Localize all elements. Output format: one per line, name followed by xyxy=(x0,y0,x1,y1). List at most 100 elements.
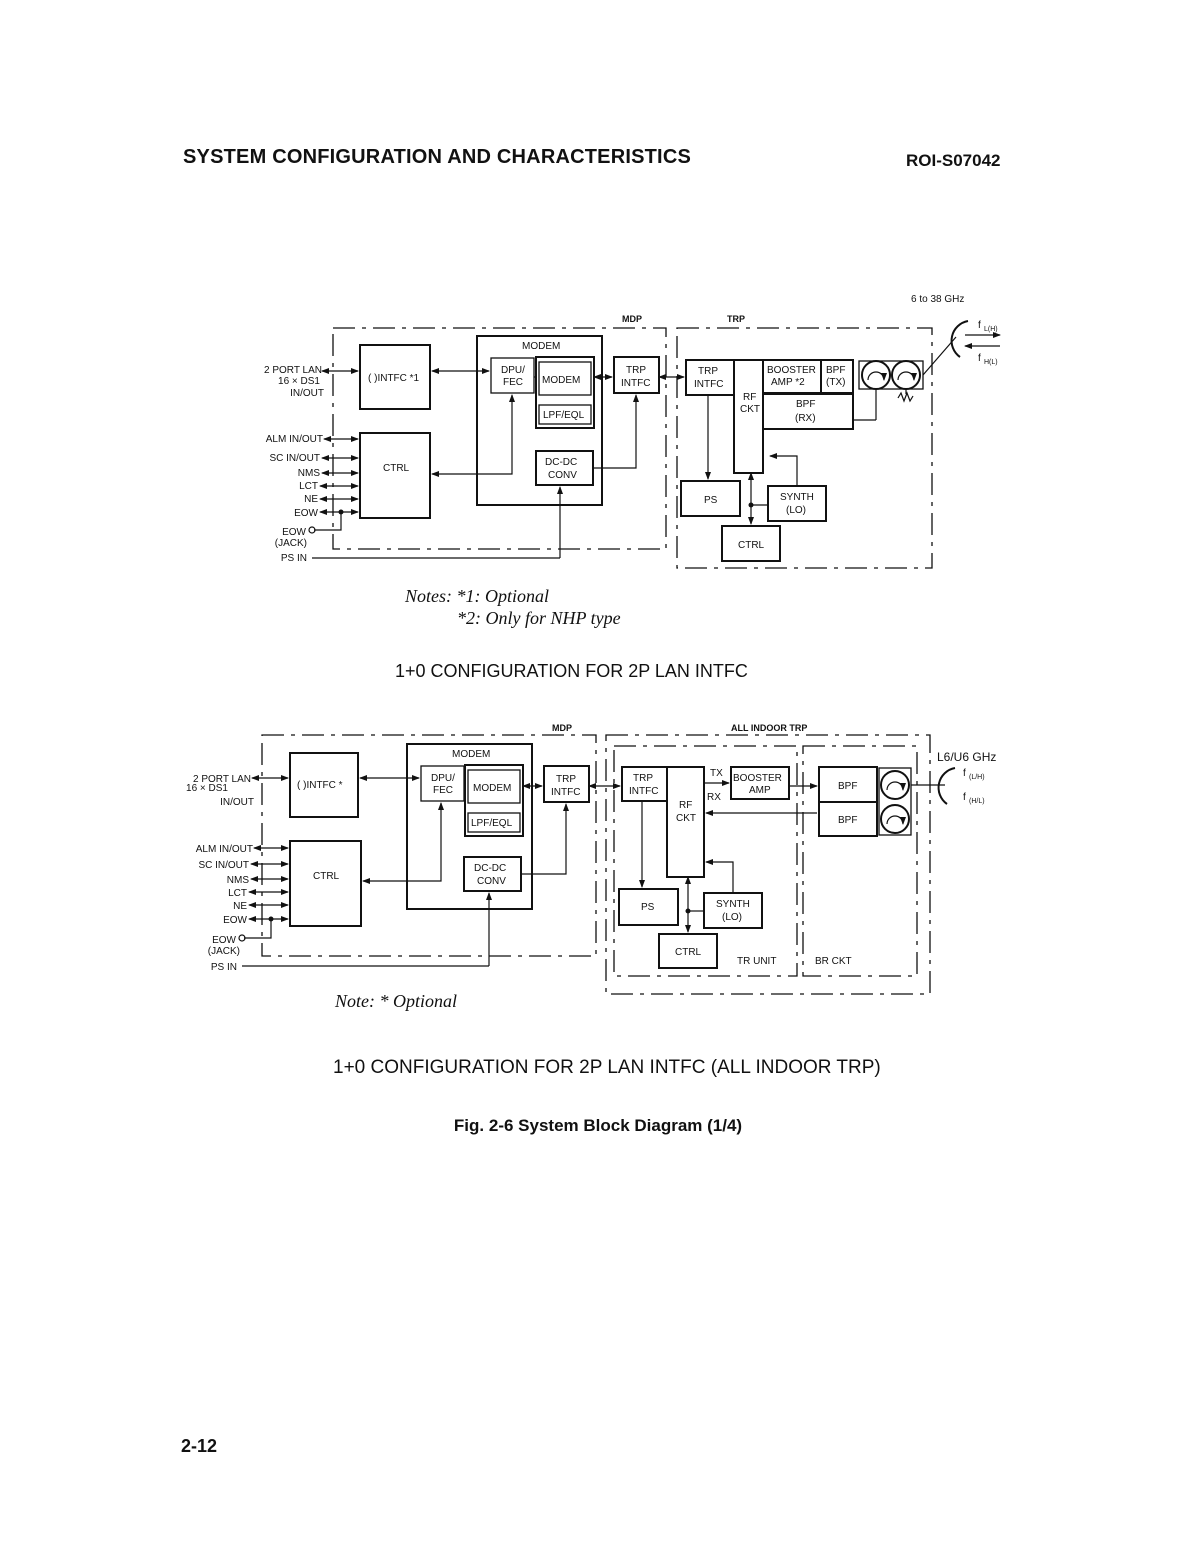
lct-label: LCT xyxy=(299,481,318,492)
booster-amp-block-2 xyxy=(730,766,790,800)
lan-label-2: 16 × DS1 xyxy=(278,376,320,387)
all-indoor-trp-outline xyxy=(605,734,931,995)
trp-outline xyxy=(676,327,933,569)
lo-label: (LO) xyxy=(786,505,806,516)
dpu-label-2: DPU/ xyxy=(431,773,455,784)
trp-label-b: TRP xyxy=(633,773,653,784)
antenna-icon xyxy=(950,320,969,358)
rx-label-2: RX xyxy=(707,792,721,803)
tx-label: (TX) xyxy=(826,377,845,388)
eow-jack-label-2: (JACK) xyxy=(275,538,307,549)
ctrl-block xyxy=(359,432,431,519)
rf-ckt-block xyxy=(733,359,764,474)
dpu-fec-block xyxy=(490,357,535,394)
mdp-label-2: MDP xyxy=(552,723,572,733)
eow2-jack-label-1: EOW xyxy=(212,935,236,946)
lan2-label-3: IN/OUT xyxy=(220,797,254,808)
notes-line-2: *2: Only for NHP type xyxy=(457,608,621,628)
diagram1-caption: 1+0 CONFIGURATION FOR 2P LAN INTFC xyxy=(395,661,748,681)
antenna-icon-2 xyxy=(937,767,956,805)
diagram2-caption: 1+0 CONFIGURATION FOR 2P LAN INTFC (ALL … xyxy=(333,1057,881,1078)
amp-label-2: AMP xyxy=(749,785,771,796)
modem-label: MODEM xyxy=(542,375,580,386)
ps-label: PS xyxy=(704,495,718,506)
ctrl-block-2 xyxy=(289,840,362,927)
lpf-eql-block xyxy=(538,404,592,425)
mdp-intfc-label: INTFC xyxy=(621,378,650,389)
eow-label: EOW xyxy=(294,508,318,519)
ctrl-label-2: CTRL xyxy=(313,871,340,882)
dcdc-label: DC-DC xyxy=(545,457,577,468)
lan2-label-1: 2 PORT LAN xyxy=(193,774,251,785)
intfc-label-b: INTFC xyxy=(629,786,658,797)
ctrl-label: CTRL xyxy=(383,463,410,474)
eow-jack-label-1: EOW xyxy=(282,527,306,538)
nms-label: NMS xyxy=(298,468,321,479)
mdp-trp-label-2: TRP xyxy=(556,774,576,785)
ckt-label-2: CKT xyxy=(676,813,696,824)
figure-caption: Fig. 2-6 System Block Diagram (1/4) xyxy=(453,1116,743,1135)
modem-block xyxy=(538,361,592,396)
mdp-outline xyxy=(332,327,667,550)
rx-label: (RX) xyxy=(795,413,816,424)
lpf-eql-label: LPF/EQL xyxy=(543,410,585,421)
circulator-icon xyxy=(861,360,891,390)
mdp-outline-2 xyxy=(261,734,597,957)
modem-outer-2 xyxy=(464,764,524,837)
jack-icon xyxy=(308,526,316,534)
bpf-block-2 xyxy=(818,801,878,837)
lct2-label: LCT xyxy=(228,888,247,899)
lpf-eql-block-2 xyxy=(467,812,521,833)
intfc-label-2: ( )INTFC * xyxy=(297,780,343,791)
modem-group-label: MODEM xyxy=(522,341,560,352)
dpu-label: DPU/ xyxy=(501,365,525,376)
tr-unit-label: TR UNIT xyxy=(737,956,776,967)
ps-in2-label: PS IN xyxy=(211,962,237,973)
freq2-bot-f: f xyxy=(963,792,966,803)
lo-label-2: (LO) xyxy=(722,912,742,923)
modem-outer xyxy=(535,356,595,429)
rf-label: RF xyxy=(743,392,756,403)
booster-label: BOOSTER xyxy=(767,365,816,376)
tr-unit-outline xyxy=(613,745,798,977)
circulator-icon xyxy=(880,770,910,800)
trp-ctrl-label: CTRL xyxy=(738,540,765,551)
bpf-rx-label: BPF xyxy=(796,399,815,410)
trp-ctrl-block xyxy=(721,525,781,562)
trp-label-a: TRP xyxy=(698,366,718,377)
modem-group-label-2: MODEM xyxy=(452,749,490,760)
modem-block-2 xyxy=(467,769,521,804)
ne-label: NE xyxy=(304,494,318,505)
booster-label-2: BOOSTER xyxy=(733,773,782,784)
bpf-rx-block xyxy=(762,393,854,430)
br-ckt-label: BR CKT xyxy=(815,956,852,967)
conv-label-2: CONV xyxy=(477,876,506,887)
circulator-icon xyxy=(880,804,910,834)
freq-bot-f: f xyxy=(978,353,981,364)
trp-ctrl-block-2 xyxy=(658,933,718,969)
ps-block xyxy=(680,480,741,517)
trp-label-2: ALL INDOOR TRP xyxy=(731,723,807,733)
intfc-block xyxy=(359,344,431,410)
jack-icon xyxy=(238,934,246,942)
sc-label: SC IN/OUT xyxy=(269,453,320,464)
diagram-2: MDP ALL INDOOR TRP TR UNIT BR CKT L6/U6 … xyxy=(186,723,996,1078)
freq2-top-f: f xyxy=(963,768,966,779)
rf-label-2: RF xyxy=(679,800,692,811)
intfc-label-a: INTFC xyxy=(694,379,723,390)
page-number: 2-12 xyxy=(181,1436,218,1456)
ps-block-2 xyxy=(618,888,679,926)
notes-line-1: Notes: *1: Optional xyxy=(404,586,549,606)
ckt-label: CKT xyxy=(740,404,760,415)
mdp-trp-label: TRP xyxy=(626,365,646,376)
bpf-label-1: BPF xyxy=(838,781,857,792)
bpf-label-2: BPF xyxy=(838,815,857,826)
ps-label-2: PS xyxy=(641,902,655,913)
lan-label-3: IN/OUT xyxy=(290,388,324,399)
freq-bot-sub: H(L) xyxy=(984,359,998,366)
freq2-bot-sub: (H/L) xyxy=(969,798,985,805)
synth-label: SYNTH xyxy=(780,492,814,503)
alm2-label: ALM IN/OUT xyxy=(196,844,253,855)
lan-label-1: 2 PORT LAN xyxy=(264,365,322,376)
diagram-1: MDP TRP 6 to 38 GHz ( )INTFC *1 CTRL MOD… xyxy=(264,294,1001,681)
